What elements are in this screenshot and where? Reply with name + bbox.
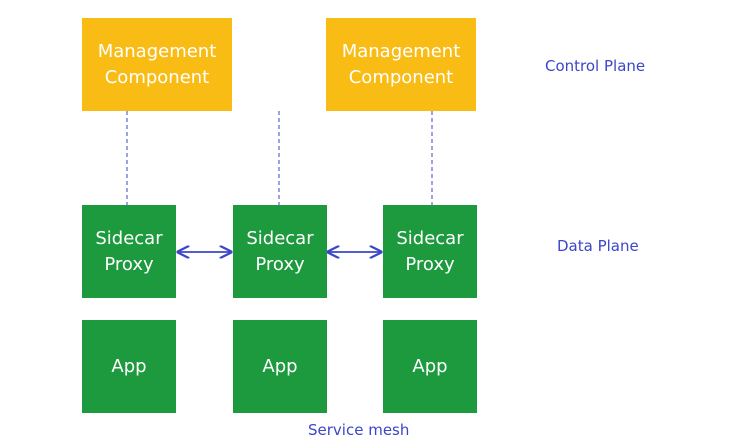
sidecar-proxy-3: Sidecar Proxy [383, 205, 477, 298]
management-component-2-line2: Component [348, 66, 454, 88]
app-1: App [82, 320, 176, 413]
sidecar-proxy-2-line2: Proxy [255, 253, 305, 275]
app-3: App [383, 320, 477, 413]
sidecar-proxy-1: Sidecar Proxy [82, 205, 176, 298]
management-component-1: Management Component [82, 18, 232, 111]
management-component-2: Management Component [326, 18, 476, 111]
sidecar-proxy-3-line1: Sidecar [396, 227, 464, 249]
control-plane-label: Control Plane [545, 57, 646, 75]
sidecar-proxy-3-line2: Proxy [405, 253, 455, 275]
sidecar-proxy-2-line1: Sidecar [246, 227, 314, 249]
sidecar-proxy-2: Sidecar Proxy [233, 205, 327, 298]
sidecar-proxy-1-line1: Sidecar [95, 227, 163, 249]
management-component-1-line1: Management [97, 40, 217, 62]
management-component-1-line2: Component [104, 66, 210, 88]
management-component-2-line1: Management [341, 40, 461, 62]
data-plane-label: Data Plane [557, 237, 639, 255]
service-mesh-label: Service mesh [308, 421, 410, 439]
sidecar-proxy-1-line2: Proxy [104, 253, 154, 275]
app-2-label: App [262, 355, 298, 377]
app-2: App [233, 320, 327, 413]
app-3-label: App [412, 355, 448, 377]
app-1-label: App [111, 355, 147, 377]
